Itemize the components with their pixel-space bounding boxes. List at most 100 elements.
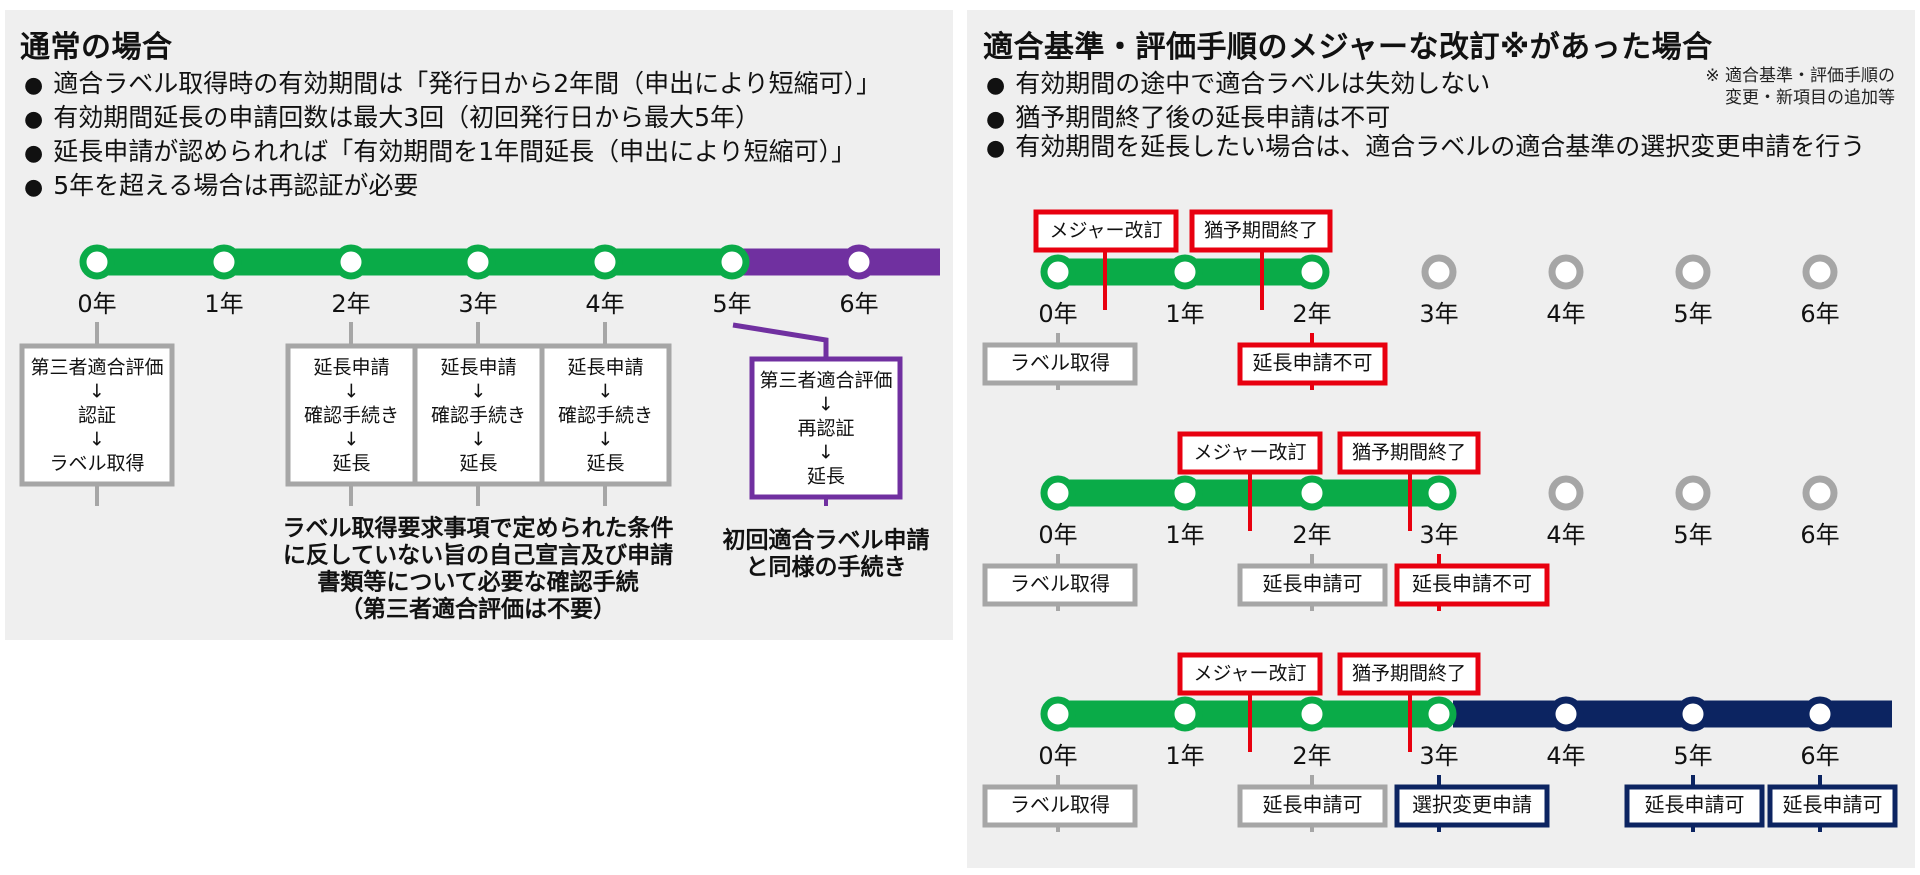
major-case-title: 適合基準・評価手順のメジャーな改訂※があった場合	[983, 30, 1713, 65]
major-bullet-3: 有効期間を延長したい場合は、適合ラベルの適合基準の選択変更申請を行う	[986, 130, 1916, 165]
normal-bullet-4: 5年を超える場合は再認証が必要	[24, 166, 418, 202]
year-label: 3年	[1419, 300, 1458, 328]
year-label: 3年	[1419, 742, 1458, 770]
year-label: 1年	[204, 290, 243, 318]
year-node	[1040, 475, 1076, 511]
year-node	[587, 244, 623, 280]
grace-callout-label: 猶予期間終了	[1352, 663, 1466, 685]
year-node	[1040, 254, 1076, 290]
year-node	[1040, 696, 1076, 732]
revision-footnote: ※ 適合基準・評価手順の 変更・新項目の追加等	[1600, 65, 1895, 109]
revision-callout-label: メジャー改訂	[1049, 220, 1162, 242]
status-box-label: 延長申請可	[1783, 793, 1883, 817]
grace-callout-box	[1337, 431, 1481, 475]
procedure-step: 確認手続き	[431, 405, 526, 427]
procedure-box	[539, 343, 672, 487]
year-label: 0年	[1038, 742, 1077, 770]
normal-bullet-1: 適合ラベル取得時の有効期間は「発行日から2年間（申出により短縮可）」	[24, 64, 881, 100]
procedure-step: 第三者適合評価	[30, 357, 163, 379]
status-box-label: 延長申請可	[1645, 793, 1745, 817]
procedure-step: ↓	[598, 429, 614, 451]
status-box	[1237, 342, 1388, 386]
procedure-step: 再認証	[797, 418, 854, 440]
normal-bullet-2: 有効期間延長の申請回数は最大3回（初回発行日から最大5年）	[24, 98, 760, 134]
year-node	[1294, 696, 1330, 732]
year-node	[1167, 254, 1203, 290]
normal-bullet-3: 延長申請が認められれば「有効期間を1年間延長（申出により短縮可）」	[24, 132, 856, 168]
procedure-step: 延長	[332, 453, 370, 475]
procedure-box	[19, 343, 175, 487]
year-node	[1421, 475, 1457, 511]
status-box	[1767, 784, 1898, 828]
status-box-label: 延長申請可	[1263, 793, 1363, 817]
procedure-step: ラベル取得	[49, 453, 144, 475]
procedure-box	[749, 356, 903, 500]
procedure-step: 認証	[78, 405, 116, 427]
procedure-step: 延長	[586, 453, 624, 475]
procedure-step: ↓	[89, 381, 105, 403]
year-label: 0年	[77, 290, 116, 318]
year-label: 0年	[1038, 300, 1077, 328]
year-label: 4年	[1546, 521, 1585, 549]
recert-caption-line: と同様の手続き	[746, 554, 907, 581]
year-label: 6年	[1800, 742, 1839, 770]
year-label: 4年	[1546, 300, 1585, 328]
procedure-step: ↓	[818, 394, 834, 416]
procedure-step: 第三者適合評価	[759, 370, 892, 392]
year-node	[841, 244, 877, 280]
status-box-label: 延長申請不可	[1412, 572, 1532, 596]
normal-case-title: 通常の場合	[20, 30, 173, 65]
status-box-label: 延長申請可	[1263, 572, 1363, 596]
year-label: 2年	[1292, 521, 1331, 549]
year-node	[1548, 696, 1584, 732]
procedure-step: ↓	[344, 381, 360, 403]
year-label: 3年	[458, 290, 497, 318]
procedure-step: ↓	[344, 429, 360, 451]
year-node	[1421, 696, 1457, 732]
year-node	[1167, 475, 1203, 511]
footnote-line-2: 変更・新項目の追加等	[1725, 88, 1895, 108]
year-label: 1年	[1165, 300, 1204, 328]
year-node	[1675, 475, 1711, 511]
year-label: 0年	[1038, 521, 1077, 549]
year-node	[79, 244, 115, 280]
procedure-box	[285, 343, 418, 487]
year-node	[714, 244, 750, 280]
procedure-step: ↓	[471, 429, 487, 451]
extension-caption-line: 書類等について必要な確認手続	[317, 569, 638, 596]
major-bullet-2: 猶予期間終了後の延長申請は不可	[986, 98, 1390, 134]
procedure-box	[412, 343, 545, 487]
year-label: 5年	[1673, 300, 1712, 328]
procedure-step: ↓	[89, 429, 105, 451]
procedure-step: 確認手続き	[304, 405, 399, 427]
year-node	[206, 244, 242, 280]
status-box-label: 延長申請不可	[1253, 351, 1373, 375]
procedure-step: 延長	[807, 466, 845, 488]
year-label: 2年	[331, 290, 370, 318]
year-node	[1167, 696, 1203, 732]
revision-callout-label: メジャー改訂	[1193, 663, 1306, 685]
year-label: 5年	[1673, 521, 1712, 549]
procedure-step: 延長申請	[567, 357, 643, 379]
year-node	[1294, 475, 1330, 511]
status-box-label: 選択変更申請	[1412, 793, 1532, 817]
major-bullet-1: 有効期間の途中で適合ラベルは失効しない	[986, 64, 1490, 100]
year-node	[1548, 254, 1584, 290]
year-node	[1802, 475, 1838, 511]
year-label: 1年	[1165, 521, 1204, 549]
extension-caption-line: に反していない旨の自己宣言及び申請	[283, 542, 673, 569]
status-box	[1624, 784, 1765, 828]
year-node	[1802, 254, 1838, 290]
year-node	[1802, 696, 1838, 732]
year-node	[1675, 696, 1711, 732]
extension-caption-line: ラベル取得要求事項で定められた条件	[283, 515, 674, 542]
recert-connector	[732, 322, 829, 359]
year-label: 6年	[1800, 300, 1839, 328]
footnote-line-1: ※ 適合基準・評価手順の	[1705, 66, 1895, 86]
year-label: 1年	[1165, 742, 1204, 770]
status-box	[982, 342, 1138, 386]
procedure-step: ↓	[598, 381, 614, 403]
year-label: 4年	[585, 290, 624, 318]
status-box-label: ラベル取得	[1010, 351, 1110, 375]
